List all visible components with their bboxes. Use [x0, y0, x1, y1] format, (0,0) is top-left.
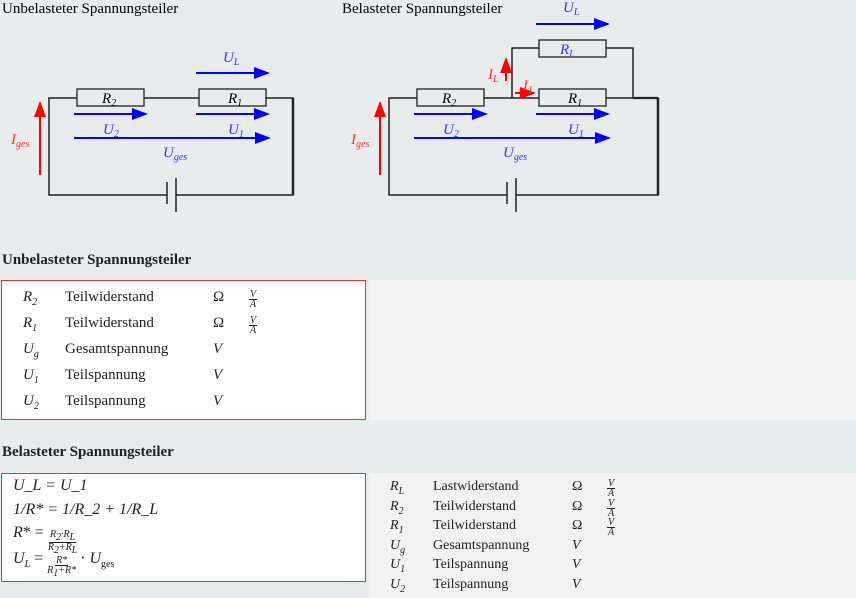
variable-unit: Ω	[572, 498, 583, 514]
variable-unit: Ω	[213, 289, 225, 305]
label-uges: Uges	[163, 145, 187, 163]
variable-unit: V	[213, 393, 223, 409]
loaded-circuit: Belasteter Spannungsteiler R2 R1 RL UL U…	[342, 0, 660, 212]
formula-2-text: 1/R* = 1/R_2 + 1/R_L	[13, 501, 159, 518]
variable-symbol: U2	[390, 576, 406, 595]
circuit-diagrams: Unbelasteter Spannungsteiler R2 R1 UL U2…	[2, 0, 660, 212]
variable-symbol: R2	[23, 289, 38, 308]
label-rl: RL	[559, 42, 575, 60]
variable-name: Gesamtspannung	[433, 537, 530, 553]
variable-name: Gesamtspannung	[65, 341, 169, 357]
variable-name: Teilwiderstand	[433, 518, 516, 533]
variable-unit: Ω	[572, 518, 583, 533]
unloaded-circuit: Unbelasteter Spannungsteiler R2 R1 UL U2…	[2, 1, 295, 212]
label-r2: R2	[101, 91, 116, 109]
variable-name: Teilspannung	[433, 576, 509, 592]
label-r1: R1	[567, 91, 582, 109]
resistor-r2	[76, 88, 145, 107]
side-panel	[370, 280, 856, 420]
variable-symbol: RL	[390, 479, 405, 497]
variable-name: Teilwiderstand	[433, 498, 516, 514]
variable-symbol: U1	[23, 367, 39, 386]
variable-unit: Ω	[213, 315, 225, 331]
label-ul: UL	[563, 0, 580, 18]
label-ul: UL	[223, 50, 240, 68]
variable-symbol: U1	[390, 557, 406, 575]
loaded-formulas-box: U_L = U_1 1/R* = 1/R_2 + 1/R_L R* = R2·R…	[1, 473, 366, 582]
label-u1: U1	[568, 122, 584, 140]
wire	[388, 47, 659, 196]
formula-1: U_L = U_1	[13, 477, 88, 495]
resistor-r1	[538, 88, 607, 107]
label-uges: Uges	[503, 145, 527, 163]
formula-2: 1/R* = 1/R_2 + 1/R_L	[13, 501, 158, 519]
variable-symbol: Ug	[23, 341, 39, 360]
variable-name: Teilwiderstand	[65, 289, 154, 305]
label-r2: R2	[441, 91, 456, 109]
variable-unit: V	[572, 557, 581, 572]
variable-name: Teilspannung	[433, 557, 509, 572]
variable-name: Teilwiderstand	[65, 315, 154, 331]
variable-unit: V	[213, 367, 223, 383]
loaded-heading: Belasteter Spannungsteiler	[2, 444, 174, 460]
variable-unit: V	[572, 576, 581, 592]
label-il: IL	[487, 67, 499, 85]
variable-symbol: U2	[23, 393, 39, 412]
label-u2: U2	[103, 122, 119, 140]
unloaded-heading: Unbelasteter Spannungsteiler	[2, 252, 192, 268]
variable-symbol: Ug	[390, 537, 406, 556]
variable-name: Teilspannung	[65, 393, 146, 409]
variable-unit: Ω	[572, 479, 583, 494]
variable-unit: V	[572, 537, 581, 553]
label-iges: Iges	[10, 132, 29, 150]
variable-name: Lastwiderstand	[433, 479, 519, 494]
formula-4: UL = R*R1+R* · Uges	[13, 550, 115, 579]
label-u1: U1	[228, 122, 244, 140]
variable-symbol: R2	[390, 498, 404, 517]
unloaded-circuit-title: Unbelasteter Spannungsteiler	[2, 1, 178, 17]
label-iges: Iges	[350, 132, 369, 150]
label-r1: R1	[227, 91, 242, 109]
variable-name: Teilspannung	[65, 367, 146, 383]
resistor-r2	[416, 88, 485, 107]
variable-symbol: R1	[23, 315, 38, 334]
label-i1: I1	[522, 78, 533, 96]
resistor-r1	[198, 88, 267, 107]
variable-symbol: R1	[390, 518, 404, 536]
resistor-rl	[538, 39, 607, 58]
loaded-circuit-title: Belasteter Spannungsteiler	[342, 1, 502, 17]
label-u2: U2	[443, 122, 459, 140]
formula-1-text: U_L = U_1	[13, 477, 88, 494]
variable-unit: V	[213, 341, 223, 357]
